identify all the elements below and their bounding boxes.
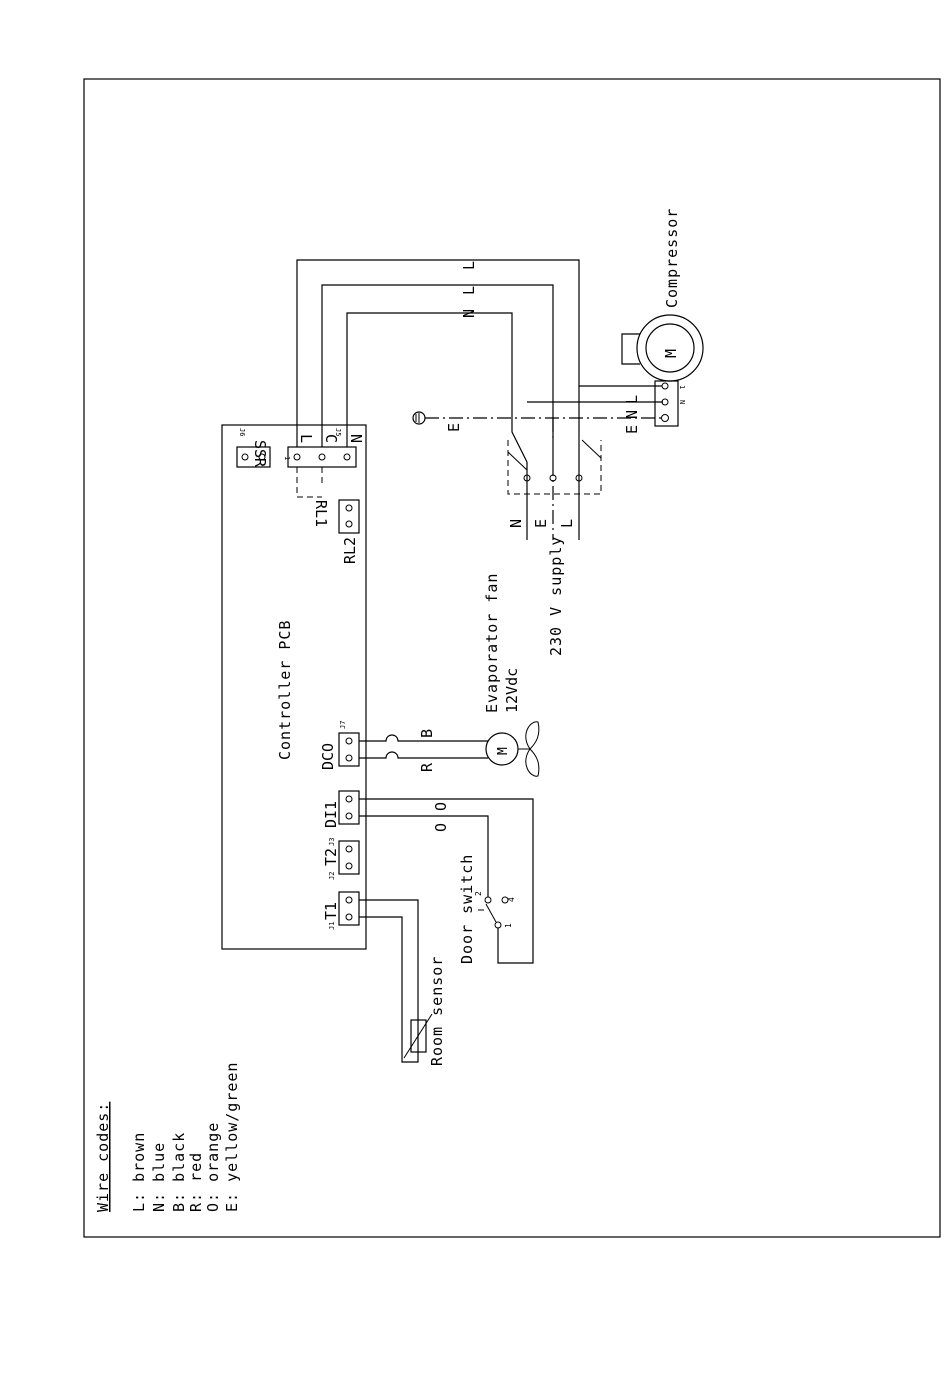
relay-ref: J5	[334, 428, 342, 436]
fan-blade-2	[526, 749, 539, 776]
legend-title: Wire codes:	[94, 1102, 112, 1212]
door-switch-pin-1: 1	[504, 923, 513, 928]
t1-terminal-2	[346, 914, 352, 920]
relay-pin-label-l: L	[297, 434, 315, 443]
relay-terminal-n	[344, 454, 350, 460]
compressor-pin-n: N	[678, 400, 686, 404]
legend-item-e: E: yellow/green	[223, 1062, 241, 1212]
t1-ref: J1	[328, 922, 336, 930]
compressor-pin-l: 1	[678, 385, 686, 389]
supply-plug-outline	[508, 440, 601, 494]
earth-label: E	[445, 423, 463, 432]
door-switch-contact-2	[485, 897, 491, 903]
rl2-label: RL2	[341, 537, 359, 564]
top-wire-label-n: N	[460, 309, 478, 318]
dco-label: DCO	[319, 743, 337, 770]
fan-wire-label-b: B	[418, 729, 436, 738]
t1-terminal-1	[346, 897, 352, 903]
compressor-label: Compressor	[663, 208, 681, 308]
relay-terminal-l	[294, 454, 300, 460]
compressor-motor-label: M	[662, 349, 680, 358]
door-wire-label-1: O	[432, 802, 450, 811]
t2-ref: J2	[328, 872, 336, 880]
room-sensor-label: Room sensor	[428, 956, 446, 1066]
legend-item-b: B: black	[170, 1132, 188, 1212]
legend-item-l: L: brown	[130, 1132, 148, 1212]
top-wire-label-l2: L	[460, 261, 478, 270]
controller-pcb-outline	[222, 425, 366, 949]
wire-n-supply	[347, 313, 527, 462]
rl1-label: RL1	[312, 500, 330, 527]
compressor-terminal-l	[662, 383, 668, 389]
supply-line-label-l: L	[558, 519, 576, 528]
dco-terminal-2	[346, 755, 352, 761]
fan-wire-label-r: R	[418, 762, 436, 772]
dco-terminal-1	[346, 738, 352, 744]
sensor-wire-1	[359, 900, 418, 1062]
t2-label: T2	[322, 848, 340, 866]
door-switch-contact-1	[495, 922, 501, 928]
door-switch-pin-4: 4	[507, 897, 516, 902]
fan-motor-label: M	[496, 747, 511, 755]
t2-terminal-1	[346, 846, 352, 852]
rl1-contact	[297, 467, 322, 497]
supply-label: 230 V supply	[547, 536, 565, 656]
legend-item-r: R: red	[187, 1152, 205, 1212]
wire-l-compressor	[297, 260, 663, 447]
supply-line-label-n: N	[507, 519, 525, 528]
ssr-terminal-1	[242, 454, 248, 460]
door-switch-label: Door switch	[458, 854, 476, 964]
di1-terminal-1	[346, 796, 352, 802]
compressor-terminal-label-l: L	[623, 395, 641, 404]
t2-terminal-2	[346, 863, 352, 869]
compressor-motor-outer	[637, 315, 703, 381]
supply-switch-n	[508, 452, 527, 470]
fan-label-line2: 12Vdc	[503, 668, 521, 713]
legend-item-n: N: blue	[150, 1142, 168, 1212]
top-wire-label-l1: L	[460, 286, 478, 295]
rl2-terminal-2	[346, 521, 352, 527]
supply-switch-l	[582, 440, 601, 458]
ssr-label: SSR	[251, 440, 269, 468]
relay-pin-label-n: N	[347, 434, 365, 443]
relay-terminal-c	[319, 454, 325, 460]
fan-wire-r	[359, 752, 488, 758]
door-switch-lever	[478, 904, 496, 922]
dco-ref: J7	[339, 721, 347, 729]
fan-blade-1	[526, 722, 539, 749]
compressor-motor-inner	[646, 324, 694, 372]
rl2-terminal-1	[346, 505, 352, 511]
di1-label: DI1	[322, 801, 340, 828]
di1-ref: J3	[328, 838, 336, 846]
page-frame	[84, 79, 940, 1237]
fan-label-line1: Evaporator fan	[483, 573, 501, 713]
di1-terminal-2	[346, 813, 352, 819]
ssr-ref: J6	[238, 428, 246, 436]
door-wire-label-2: O	[432, 823, 450, 832]
relay-pin-number: 1	[283, 456, 291, 460]
t1-label: T1	[322, 902, 340, 920]
earth-symbol-lines	[416, 413, 419, 423]
supply-line-label-e: E	[532, 519, 550, 528]
compressor-terminal-label-e: E	[623, 425, 641, 434]
legend-item-o: O: orange	[204, 1122, 222, 1212]
compressor-terminal-e	[662, 415, 669, 422]
controller-pcb-label: Controller PCB	[276, 620, 294, 760]
